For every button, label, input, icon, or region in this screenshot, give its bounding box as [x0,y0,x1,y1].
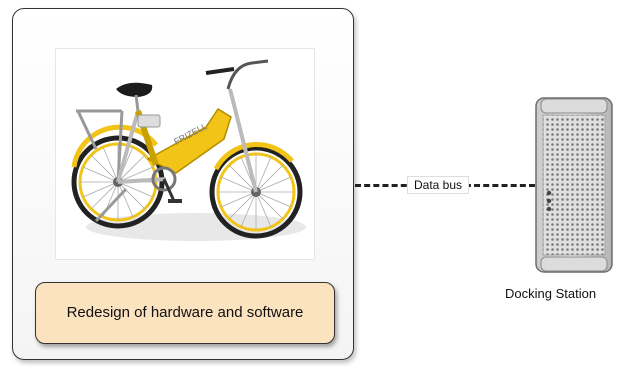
docking-station-label: Docking Station [505,286,597,301]
bicycle-image: FRIZELL [55,48,315,260]
computer-tower-icon [535,97,613,273]
hardware-caption-text: Redesign of hardware and software [66,304,304,321]
data-bus-label: Data bus [407,176,470,194]
hardware-caption-box: Redesign of hardware and software [35,282,335,344]
